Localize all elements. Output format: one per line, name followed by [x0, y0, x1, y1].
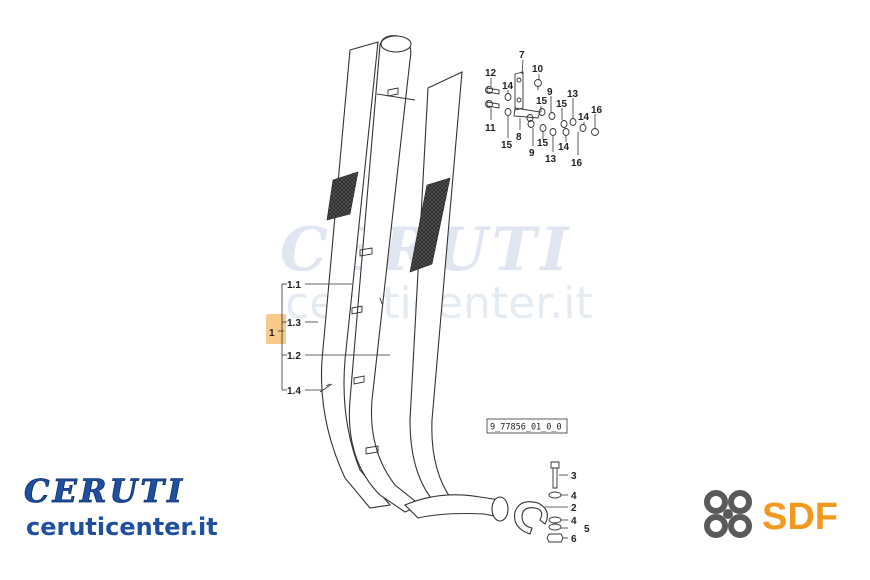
- callout-4-a: 4: [571, 491, 577, 502]
- bracket-hardware: 7 10 12 14 9 11 8 15 15 15 9 15 13 14 16…: [485, 50, 603, 169]
- callout-15-b: 15: [536, 96, 548, 107]
- callout-15-a: 15: [501, 140, 513, 151]
- group-label: 1: [269, 328, 275, 339]
- callout-16-a: 16: [591, 105, 603, 116]
- callout-1-4: 1.4: [287, 386, 301, 397]
- callout-7: 7: [519, 50, 525, 61]
- callout-12: 12: [485, 68, 497, 79]
- callout-14-b: 14: [578, 112, 590, 123]
- ceruti-url: ceruticenter.it: [26, 513, 218, 541]
- callout-11: 11: [485, 123, 496, 134]
- ceruti-logo: CERUTI ceruticenter.it: [24, 472, 218, 541]
- nut-6: [546, 533, 564, 543]
- group-highlight: [266, 314, 286, 344]
- sdf-logo: SDF: [704, 490, 838, 538]
- mesh-guard-left: [326, 171, 359, 221]
- ceruti-brand: CERUTI: [24, 472, 185, 510]
- callout-10: 10: [532, 64, 544, 75]
- callout-4-b: 4: [571, 516, 577, 527]
- callout-1-1: 1.1: [287, 280, 301, 291]
- washer-4-b: [548, 516, 562, 524]
- bracket-plate: [514, 71, 524, 111]
- pipe-clips: [351, 87, 416, 455]
- callout-16-b: 16: [571, 158, 583, 169]
- reference-code: 9_77856_01_0_0: [486, 418, 568, 434]
- callout-8: 8: [516, 132, 522, 143]
- callout-1-3: 1.3: [287, 318, 301, 329]
- callout-3: 3: [571, 471, 577, 482]
- clamp-2: [514, 501, 548, 535]
- callout-1-2: 1.2: [287, 351, 301, 362]
- group-callouts: 1 1.1 1.3 1.2 1.4: [266, 280, 390, 397]
- callout-13-b: 13: [545, 154, 557, 165]
- callout-9-a: 9: [547, 87, 553, 98]
- callout-14-c: 14: [558, 142, 570, 153]
- bolt-3: [550, 461, 560, 489]
- exhaust-pipe-assembly: [320, 35, 509, 522]
- mesh-guard-right: [409, 177, 451, 273]
- washer-5: [548, 523, 562, 531]
- heat-shield-left: [320, 41, 392, 509]
- sdf-brand: SDF: [762, 496, 838, 538]
- sdf-emblem-icon: [704, 490, 752, 538]
- callout-6: 6: [571, 534, 577, 545]
- callout-15-d: 15: [537, 138, 549, 149]
- elbow-outlet: [491, 496, 509, 522]
- callout-14-a: 14: [502, 81, 514, 92]
- reference-code-text: 9_77856_01_0_0: [490, 423, 562, 433]
- clamp-hardware: 3 4 2 4 5 6: [514, 461, 590, 545]
- callout-5: 5: [584, 524, 590, 535]
- pipe-top-opening: [380, 35, 412, 53]
- callout-15-c: 15: [556, 99, 568, 110]
- callout-9-b: 9: [529, 148, 535, 159]
- callout-2: 2: [571, 503, 577, 514]
- lower-elbow: [404, 494, 506, 519]
- washer-4-a: [548, 491, 562, 499]
- callout-13-a: 13: [567, 89, 579, 100]
